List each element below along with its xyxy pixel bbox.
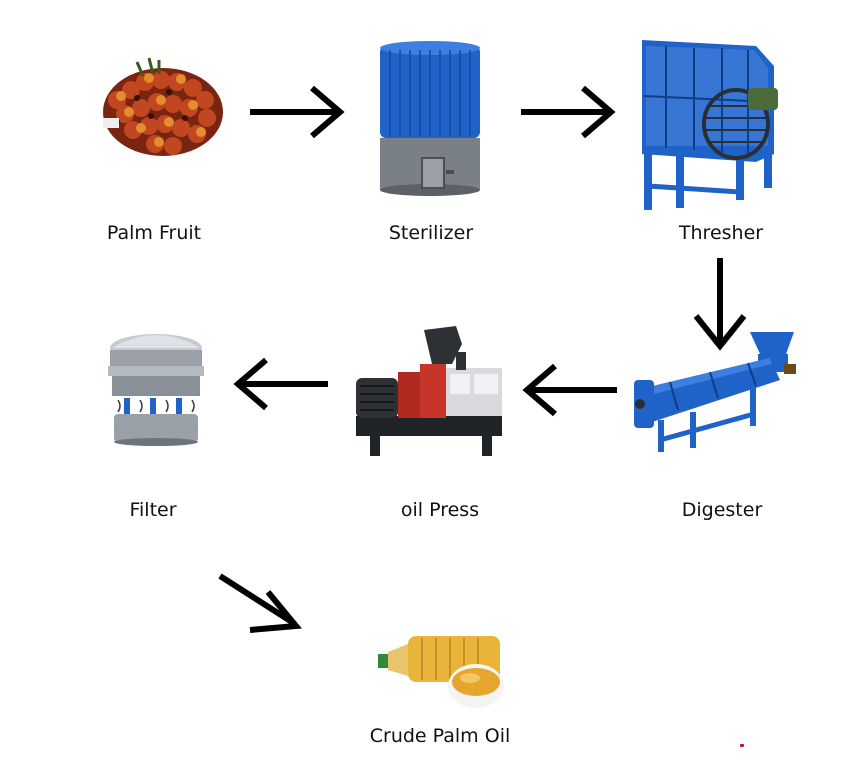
palm-fruit-image	[103, 57, 223, 156]
digester-image	[634, 332, 796, 452]
arrow-right-icon	[250, 85, 345, 139]
thresher-label: Thresher	[678, 222, 764, 244]
filter-label: Filter	[129, 499, 177, 521]
arrow-diagonal-icon	[218, 573, 302, 633]
arrow-down-icon	[693, 258, 747, 351]
palm-fruit-label: Palm Fruit	[106, 222, 202, 244]
oil-press-image	[356, 326, 502, 456]
sterilizer-image	[380, 41, 480, 196]
crude-palm-oil-image	[378, 636, 504, 708]
filter-image	[108, 334, 204, 446]
arrow-left-icon	[233, 357, 328, 411]
thresher-image	[642, 40, 778, 210]
digester-label: Digester	[681, 499, 763, 521]
crude-palm-oil-label: Crude Palm Oil	[369, 725, 511, 747]
sterilizer-label: Sterilizer	[388, 222, 474, 244]
arrow-left-icon	[522, 363, 617, 417]
watermark-dot	[740, 744, 744, 747]
arrow-right-icon	[521, 85, 616, 139]
oil-press-label: oil Press	[400, 499, 480, 521]
